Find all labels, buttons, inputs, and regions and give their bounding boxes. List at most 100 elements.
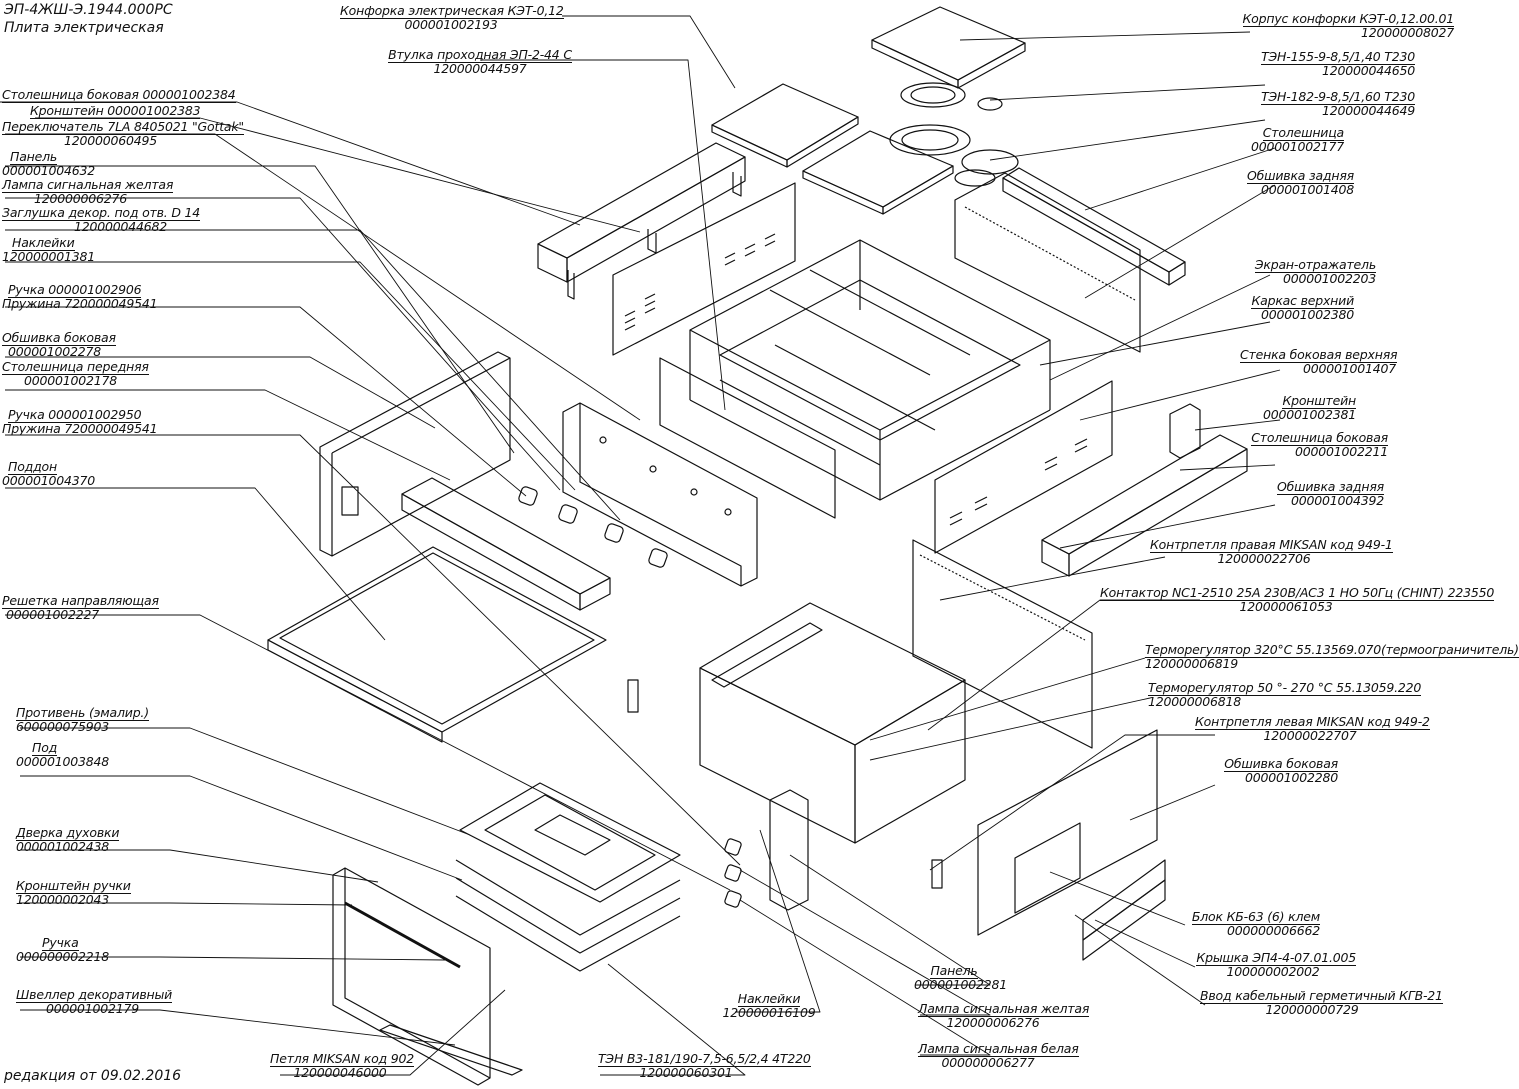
control-panel-front xyxy=(562,402,758,587)
part-name: Столешница боковая 000001002384 xyxy=(2,87,236,103)
knobs-lower xyxy=(724,838,742,908)
side-tabletop-right xyxy=(1041,434,1248,577)
part-name: Терморегулятор 50 °- 270 °С 55.13059.220 xyxy=(1148,680,1422,696)
part-name: Кронштейн xyxy=(1282,393,1356,409)
part-name: Ручка 000001002906 xyxy=(8,282,142,298)
part-code: 000000002218 xyxy=(16,949,110,964)
tabletop-side-left xyxy=(537,142,746,300)
burner-housing xyxy=(871,6,1026,89)
part-code: 120000022706 xyxy=(1217,551,1311,566)
part-code: 000001002177 xyxy=(1250,139,1344,154)
part-name: Швеллер декоративный xyxy=(16,987,173,1003)
part-name: Крышка ЭП4-4-07.01.005 xyxy=(1196,950,1356,966)
part-name: Блок КБ-63 (6) клем xyxy=(1191,909,1320,925)
part-name: Обшивка боковая xyxy=(2,330,116,346)
part-name: Переключатель 7LA 8405021 "Gottak" xyxy=(2,119,244,135)
part-name: Лампа сигнальная белая xyxy=(918,1041,1079,1057)
part-code: 120000046000 xyxy=(293,1065,387,1080)
part-code: 000001002438 xyxy=(16,839,110,854)
part-name: Под xyxy=(32,740,58,756)
part-code: 000001002179 xyxy=(46,1001,140,1016)
part-code: 120000044597 xyxy=(433,61,527,76)
part-name: Петля MIKSAN код 902 xyxy=(270,1051,415,1067)
side-cladding-left xyxy=(319,351,511,557)
hob-plate-left xyxy=(711,83,859,168)
part-code: 120000060495 xyxy=(64,133,158,148)
part-code: 000001002381 xyxy=(1262,407,1356,422)
part-code: 120000061053 xyxy=(1239,599,1333,614)
part-code: 000001002211 xyxy=(1294,444,1388,459)
part-code: 120000006818 xyxy=(1148,694,1242,709)
leader-lines xyxy=(0,15,1281,1076)
oven-heating-element xyxy=(459,782,681,903)
part-name: Лампа сигнальная желтая xyxy=(918,1001,1090,1017)
part-name: Наклейки xyxy=(737,991,801,1007)
part-name: Столешница боковая xyxy=(1251,430,1388,446)
part-label-thermostat-320: Терморегулятор 320°С 55.13569.070(термоо… xyxy=(1145,642,1519,671)
upper-frame xyxy=(689,239,1051,501)
part-name: Решетка направляющая xyxy=(2,593,159,609)
part-code: 120000044650 xyxy=(1321,63,1415,78)
part-name: Кронштейн ручки xyxy=(16,878,131,894)
heating-element-coil-1 xyxy=(900,82,1003,111)
part-name: Столешница xyxy=(1262,125,1344,141)
rear-cladding-lower xyxy=(912,539,1093,749)
part-label-bracket-left: Кронштейн 000001002383 xyxy=(30,103,201,119)
part-name: Контрпетля правая MIKSAN код 949-1 xyxy=(1150,537,1393,553)
part-name: Конфорка электрическая КЭТ-0,12 xyxy=(340,3,564,19)
reflector-screen xyxy=(659,357,836,519)
part-name: ТЭН В3-181/190-7,5-6,5/2,4 4Т220 xyxy=(598,1051,811,1067)
part-name: Поддон xyxy=(8,459,57,475)
part-code: Пружина 720000049541 xyxy=(2,421,158,436)
part-code: 120000000729 xyxy=(1265,1002,1359,1017)
document-title: Плита электрическая xyxy=(4,20,164,36)
part-name: Обшивка задняя xyxy=(1276,479,1384,495)
part-code: 000001002280 xyxy=(1244,770,1338,785)
part-name: Кронштейн 000001002383 xyxy=(30,103,201,119)
part-code: 100000002002 xyxy=(1226,964,1320,979)
part-label-contactor: Контактор NC1-2510 25А 230В/АС3 1 НО 50Г… xyxy=(1100,585,1494,614)
part-name: Дверка духовки xyxy=(16,825,120,841)
part-code: 000001002227 xyxy=(6,607,100,622)
part-name: Обшивка задняя xyxy=(1246,168,1354,184)
part-code: 000001002203 xyxy=(1282,271,1376,286)
part-name: Противень (эмалир.) xyxy=(16,705,149,721)
hinge-bracket xyxy=(627,679,943,889)
part-label-thermostat-270: Терморегулятор 50 °- 270 °С 55.13059.220… xyxy=(1148,680,1421,709)
part-code: 000000006277 xyxy=(941,1055,1035,1070)
part-code: 000001002178 xyxy=(24,373,118,388)
decorative-channel xyxy=(379,1024,523,1076)
part-code: 000001002193 xyxy=(404,17,498,32)
part-name: ТЭН-155-9-8,5/1,40 Т230 xyxy=(1261,49,1415,65)
oven-shelf-racks xyxy=(455,859,681,972)
revision-date: редакция от 09.02.2016 xyxy=(4,1068,182,1084)
part-name: Панель xyxy=(10,149,58,165)
oven-body xyxy=(699,602,966,844)
part-code: 000001001407 xyxy=(1302,361,1396,376)
part-code: 120000006276 xyxy=(34,191,128,206)
part-name: Панель xyxy=(930,963,978,979)
part-code: 000001002281 xyxy=(914,977,1008,992)
document-code: ЭП-4ЖШ-Э.1944.000РС xyxy=(4,2,173,18)
drip-tray xyxy=(267,546,607,743)
part-code: 000001002380 xyxy=(1260,307,1354,322)
part-code: 000001003848 xyxy=(16,754,110,769)
part-code: 120000044649 xyxy=(1321,103,1415,118)
